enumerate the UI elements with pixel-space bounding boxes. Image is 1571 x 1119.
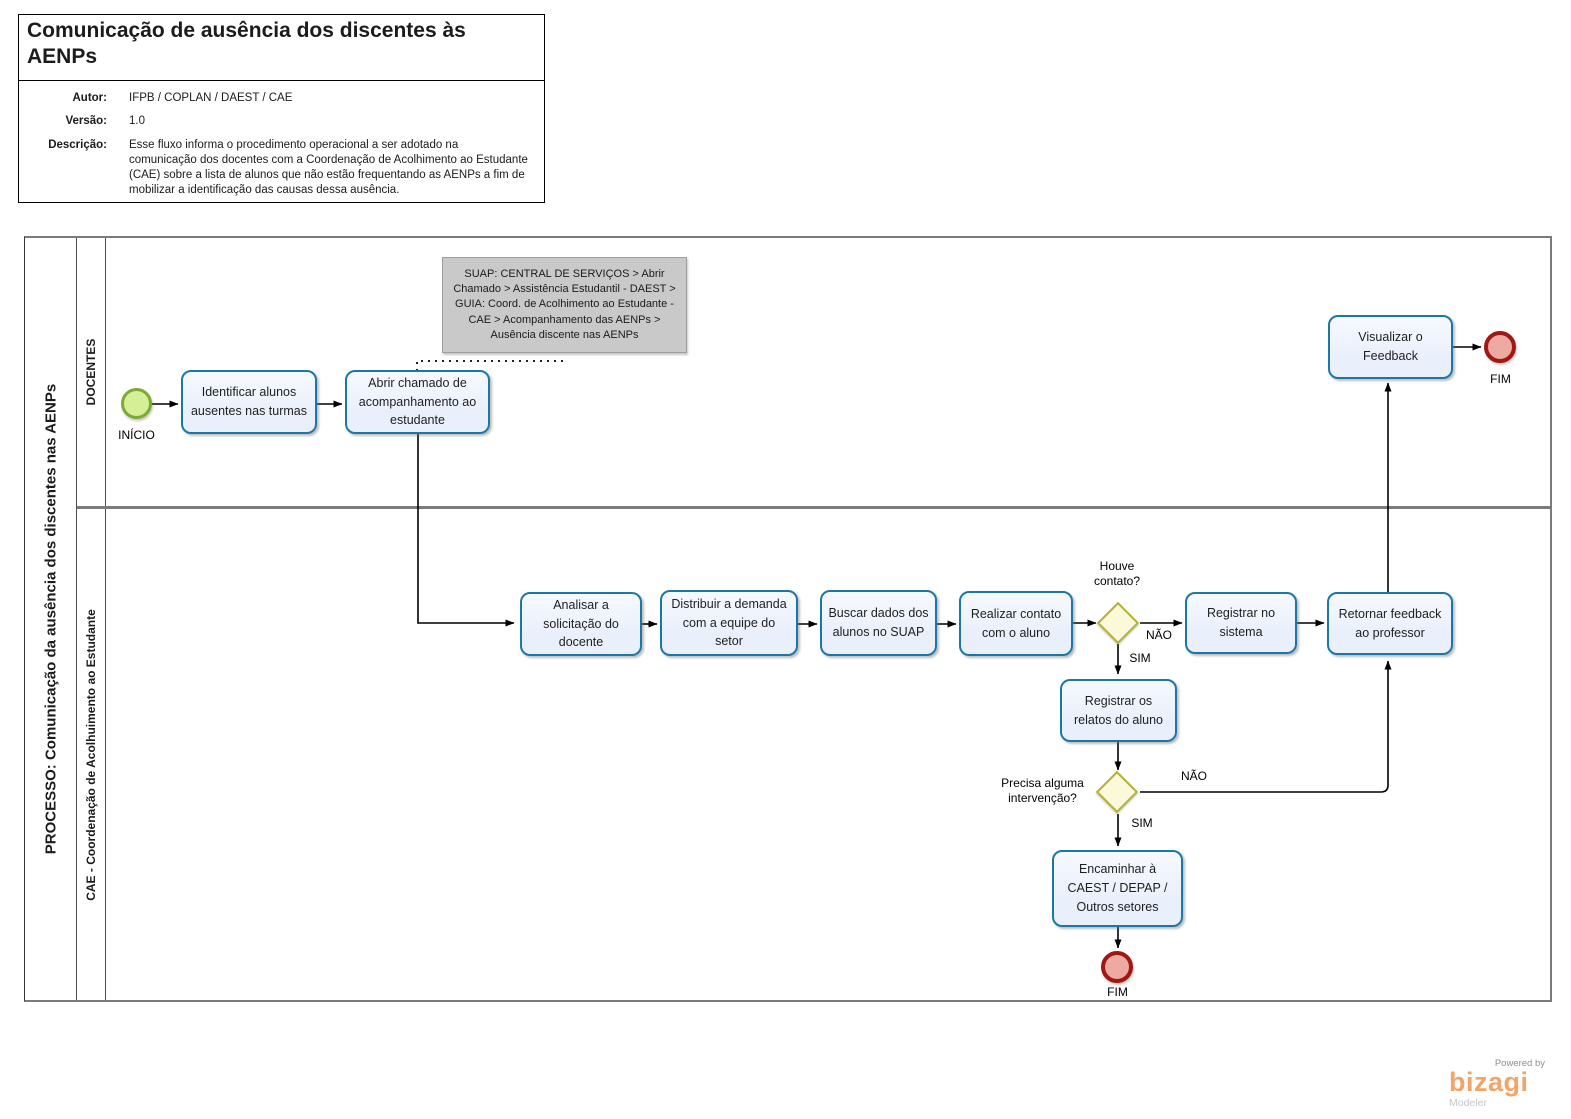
start-event[interactable] xyxy=(121,388,152,419)
text-annotation: SUAP: CENTRAL DE SERVIÇOS > Abrir Chamad… xyxy=(442,257,687,353)
page-title: Comunicação de ausência dos discentes às… xyxy=(19,15,544,81)
start-event-label: INÍCIO xyxy=(118,428,155,442)
task-buscar-dados[interactable]: Buscar dados dos alunos no SUAP xyxy=(820,590,937,656)
task-registrar-sistema[interactable]: Registrar no sistema xyxy=(1185,592,1297,654)
meta-value-descricao: Esse fluxo informa o procedimento operac… xyxy=(129,138,528,197)
powered-by-text: Powered by xyxy=(1494,1058,1545,1070)
lane-docentes-label: DOCENTES xyxy=(84,338,98,406)
flow-label-nao-1: NÃO xyxy=(1145,628,1172,642)
end-event-cae[interactable] xyxy=(1101,951,1133,983)
task-visualizar-feedback[interactable]: Visualizar o Feedback xyxy=(1328,315,1453,379)
bizagi-wordmark: bizagi xyxy=(1449,1067,1529,1098)
lane-docentes-header: DOCENTES xyxy=(77,238,106,506)
meta-label-autor: Autor: xyxy=(72,92,108,104)
lane-cae-header: CAE - Coordenação de Acolhuimento ao Est… xyxy=(77,509,106,1000)
task-distribuir-demanda[interactable]: Distribuir a demanda com a equipe do set… xyxy=(660,590,798,656)
lane-divider xyxy=(77,506,1550,509)
task-abrir-chamado[interactable]: Abrir chamado de acompanhamento ao estud… xyxy=(345,370,490,434)
end-event-docentes[interactable] xyxy=(1484,331,1516,363)
task-analisar-solicitacao[interactable]: Analisar a solicitação do docente xyxy=(520,592,642,656)
meta-value-autor: IFPB / COPLAN / DAEST / CAE xyxy=(129,92,293,104)
task-identificar-alunos[interactable]: Identificar alunos ausentes nas turmas xyxy=(181,370,317,434)
end-event-cae-label: FIM xyxy=(1107,985,1128,999)
diagram-title-block: Comunicação de ausência dos discentes às… xyxy=(18,14,545,203)
meta-value-versao: 1.0 xyxy=(129,115,145,128)
task-retornar-feedback[interactable]: Retornar feedback ao professor xyxy=(1327,592,1453,655)
flow-label-nao-2: NÃO xyxy=(1180,769,1207,783)
task-realizar-contato[interactable]: Realizar contato com o aluno xyxy=(959,591,1073,656)
task-registrar-relatos[interactable]: Registrar os relatos do aluno xyxy=(1060,679,1177,742)
bizagi-modeler-text: Modeler xyxy=(1449,1097,1487,1109)
end-event-docentes-label: FIM xyxy=(1490,372,1511,386)
meta-label-versao: Versão: xyxy=(65,115,107,128)
task-encaminhar-setores[interactable]: Encaminhar à CAEST / DEPAP / Outros seto… xyxy=(1052,850,1183,927)
diagram-metadata: Autor: IFPB / COPLAN / DAEST / CAE Versã… xyxy=(19,81,544,199)
flow-label-sim-2: SIM xyxy=(1131,816,1153,830)
bizagi-logo: Powered by bizagi Modeler xyxy=(1449,1058,1545,1109)
pool-header: PROCESSO: Comunicação da ausência dos di… xyxy=(25,238,77,1000)
gateway-houve-contato-label: Houve contato? xyxy=(1093,559,1141,588)
lane-cae-label: CAE - Coordenação de Acolhuimento ao Est… xyxy=(84,608,98,901)
gateway-precisa-intervencao-label: Precisa alguma intervenção? xyxy=(1001,776,1084,805)
flow-label-sim-1: SIM xyxy=(1129,651,1151,665)
meta-label-descricao: Descrição: xyxy=(48,138,107,151)
pool-label: PROCESSO: Comunicação da ausência dos di… xyxy=(42,383,59,855)
